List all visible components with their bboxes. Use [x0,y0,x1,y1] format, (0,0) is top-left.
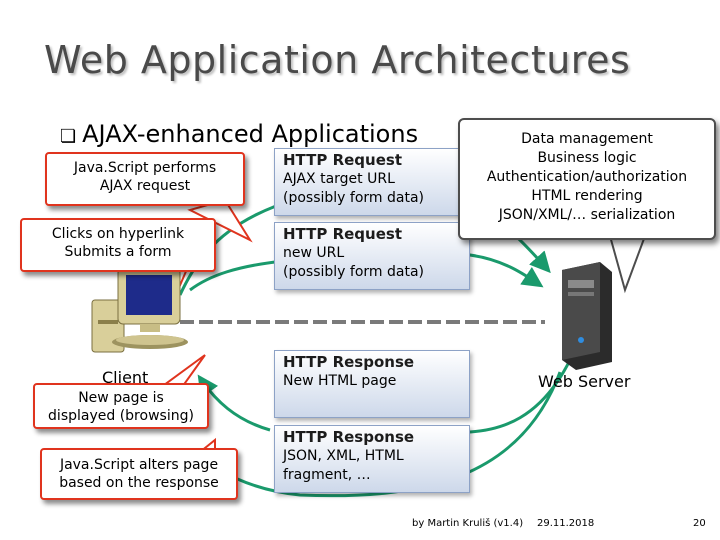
bubble-js-request: Java.Script performs AJAX request [45,152,245,206]
message-header: HTTP Response [283,428,415,446]
footer-date: 29.11.2018 [537,518,595,529]
bubble-js-alters: Java.Script alters page based on the res… [40,448,238,500]
arrow-page-response [469,359,572,434]
bubble-line: based on the response [59,475,219,491]
bubble-line: Java.Script performs [73,160,217,176]
server-label: Web Server [538,372,631,391]
bubble-line: AJAX request [99,178,191,194]
server-line: Authentication/authorization [486,169,688,185]
computer-icon [91,267,188,353]
bubble-line: New page is [78,390,164,406]
bubble-new-page: New page is displayed (browsing) [33,383,209,429]
message-page-request: HTTP Request new URL (possibly form data… [274,222,470,290]
server-responsibilities: Data management Business logic Authentic… [458,118,716,240]
footer-author: by Martin Kruliš (v1.4) [412,518,524,529]
server-line: Data management [521,131,653,147]
message-page-response: HTTP Response New HTML page [274,350,470,418]
bubble-line: Java.Script alters page [59,457,219,473]
message-ajax-request: HTTP Request AJAX target URL (possibly f… [274,148,470,216]
bubble-line: Clicks on hyperlink [51,226,185,242]
bullet-marker: ❏ [60,126,77,147]
server-line: HTML rendering [531,188,643,204]
message-header: HTTP Request [283,225,402,243]
bubble-line: Submits a form [64,244,172,260]
bullet-heading: ❏AJAX-enhanced Applications [60,120,418,148]
arrow-page-response-head [197,374,271,432]
client-label: Client [102,368,149,387]
message-line: New HTML page [283,373,397,389]
message-header: HTTP Response [283,353,415,371]
message-line: fragment, … [283,467,371,483]
message-line: JSON, XML, HTML [283,448,404,464]
footer-page-number: 20 [693,518,706,529]
message-line: AJAX target URL [283,171,395,187]
message-line: (possibly form data) [283,190,424,206]
server-line: JSON/XML/… serialization [498,207,676,223]
server-icon [562,262,612,370]
bubble-line: displayed (browsing) [48,408,194,424]
message-line: new URL [283,245,345,261]
message-header: HTTP Request [283,151,402,169]
bubble-clicks: Clicks on hyperlink Submits a form [20,218,216,272]
bullet-text: AJAX-enhanced Applications [82,120,419,148]
server-line: Business logic [537,150,637,166]
message-line: (possibly form data) [283,264,424,280]
server-box-tail [608,235,647,294]
slide-title: Web Application Architectures [44,38,631,82]
message-ajax-response: HTTP Response JSON, XML, HTML fragment, … [274,425,470,493]
